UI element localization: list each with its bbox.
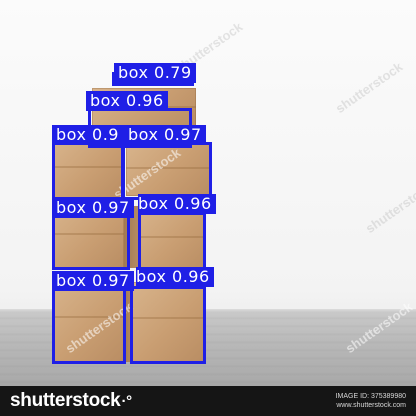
detection-box <box>52 140 124 200</box>
detection-label: box 0.9 <box>52 125 132 145</box>
logo-text: shutterstock <box>10 390 121 411</box>
detection-label: box 0.97 <box>52 198 134 218</box>
image-meta: IMAGE ID: 375389980 www.shutterstock.com <box>336 392 406 410</box>
watermark-text: shutterstock <box>362 178 416 237</box>
detection-label: box 0.96 <box>86 91 168 111</box>
box-gap-shadow-bottom <box>124 282 132 362</box>
detection-box <box>130 286 206 364</box>
detection-label: box 0.96 <box>138 194 216 214</box>
detection-box <box>138 212 206 270</box>
cardboard-box-upper-right <box>126 144 210 196</box>
shutterstock-logo: shutterstock·° <box>10 390 132 412</box>
detection-label: box 0.97 <box>124 125 206 145</box>
detection-box <box>122 142 212 200</box>
detection-label: box 0.79 <box>114 63 196 83</box>
logo-symbol: ·° <box>121 393 132 410</box>
site-url: www.shutterstock.com <box>336 402 406 409</box>
cardboard-box-bottom-right <box>132 282 204 362</box>
detection-box <box>52 288 126 364</box>
stock-footer-bar: shutterstock·° IMAGE ID: 375389980 www.s… <box>0 386 416 416</box>
detection-label: box 0.96 <box>136 267 214 287</box>
cardboard-box-bottom-left <box>54 280 124 362</box>
cardboard-box-upper-left <box>54 140 124 198</box>
floor-edge <box>0 309 416 313</box>
image-id: IMAGE ID: 375389980 <box>335 393 406 400</box>
detection-box <box>52 214 130 270</box>
watermark-text: shutterstock <box>332 58 406 117</box>
detection-label: box 0.97 <box>52 271 134 291</box>
cardboard-box-middle-right <box>138 210 206 268</box>
